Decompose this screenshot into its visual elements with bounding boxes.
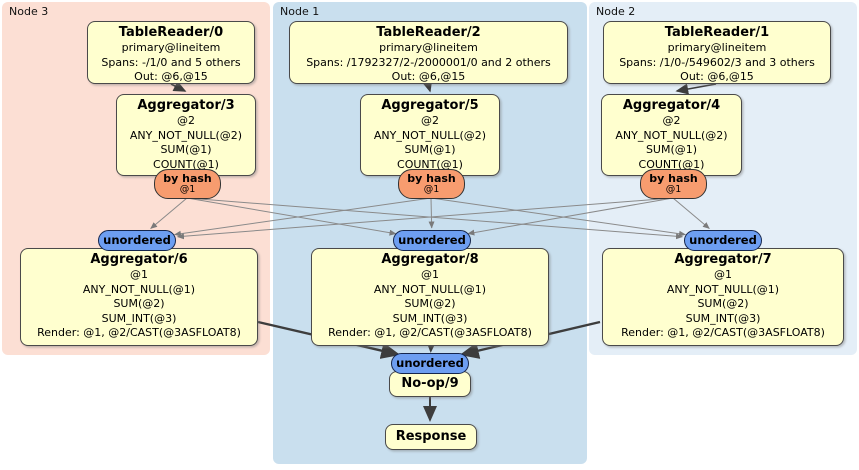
group-cols: @2 xyxy=(177,114,195,127)
edge-tr1-agg4 xyxy=(675,83,717,95)
edge-router2-sync2 xyxy=(672,197,710,229)
router-label: by hash xyxy=(649,172,698,185)
processor-title: Aggregator/5 xyxy=(381,98,479,113)
sync-unordered-final: unordered xyxy=(391,353,469,374)
edge-router1-sync2 xyxy=(430,197,686,237)
processor-index: primary@lineitem xyxy=(667,41,767,54)
processor-tablereader-0: TableReader/0 primary@lineitem Spans: -/… xyxy=(87,21,255,84)
agg-func: COUNT(@1) xyxy=(638,157,705,171)
processor-out: Out: @6,@15 xyxy=(391,70,466,83)
processor-spans: Spans: /1/0-/549602/3 and 3 others xyxy=(619,55,815,69)
agg-func: COUNT(@1) xyxy=(397,157,463,171)
agg-func: SUM(@1) xyxy=(404,143,456,156)
router-by-hash-node2: by hash @1 xyxy=(640,169,707,199)
group-cols: @2 xyxy=(421,114,439,127)
agg-func: ANY_NOT_NULL(@1) xyxy=(82,282,196,296)
edge-router3-sync2 xyxy=(186,197,683,240)
processor-index: primary@lineitem xyxy=(121,41,221,54)
edge-router2-sync1 xyxy=(467,197,674,236)
render-expr: Render: @1, @2/CAST(@3ASFLOAT8) xyxy=(621,326,825,339)
region-node-1-label: Node 1 xyxy=(280,5,320,18)
edge-tr2-agg5 xyxy=(421,78,433,93)
agg-func: ANY_NOT_NULL(@2) xyxy=(129,128,243,142)
sync-unordered-node2: unordered xyxy=(684,230,762,251)
processor-spans: Spans: /1792327/2-/2000001/0 and 2 other… xyxy=(306,55,551,69)
router-by-hash-node1: by hash @1 xyxy=(398,169,465,199)
group-cols: @1 xyxy=(714,268,732,281)
processor-aggregator-7: Aggregator/7 @1 ANY_NOT_NULL(@1) SUM(@2)… xyxy=(602,248,844,346)
router-by-hash-node3: by hash @1 xyxy=(154,169,221,199)
render-expr: Render: @1, @2/CAST(@3ASFLOAT8) xyxy=(328,326,532,339)
processor-index: primary@lineitem xyxy=(379,41,478,54)
agg-func: SUM_INT(@3) xyxy=(685,311,761,325)
agg-func: SUM(@2) xyxy=(113,297,165,310)
router-stream: @1 xyxy=(423,184,440,195)
group-cols: @1 xyxy=(421,268,439,281)
sync-unordered-node1: unordered xyxy=(393,230,471,251)
processor-response: Response xyxy=(385,424,477,450)
agg-func: ANY_NOT_NULL(@1) xyxy=(373,282,487,296)
processor-tablereader-1: TableReader/1 primary@lineitem Spans: /1… xyxy=(603,21,831,84)
agg-func: COUNT(@1) xyxy=(153,157,219,171)
agg-func: SUM_INT(@3) xyxy=(392,311,468,325)
processor-aggregator-5: Aggregator/5 @2 ANY_NOT_NULL(@2) SUM(@1)… xyxy=(360,94,500,176)
render-expr: Render: @1, @2/CAST(@3ASFLOAT8) xyxy=(37,326,241,339)
processor-out: Out: @6,@15 xyxy=(680,70,754,83)
processor-title: Aggregator/7 xyxy=(674,252,772,267)
agg-func: SUM(@2) xyxy=(404,297,456,310)
router-stream: @1 xyxy=(665,184,682,195)
router-stream: @1 xyxy=(179,184,196,195)
processor-tablereader-2: TableReader/2 primary@lineitem Spans: /1… xyxy=(289,21,568,84)
router-label: by hash xyxy=(407,172,456,185)
processor-title: TableReader/1 xyxy=(664,25,770,40)
edge-router1-sync1 xyxy=(428,197,435,229)
processor-aggregator-8: Aggregator/8 @1 ANY_NOT_NULL(@1) SUM(@2)… xyxy=(311,248,549,346)
group-cols: @2 xyxy=(662,114,681,127)
processor-title: Aggregator/6 xyxy=(90,252,188,267)
processor-aggregator-4: Aggregator/4 @2 ANY_NOT_NULL(@2) SUM(@1)… xyxy=(601,94,742,176)
agg-func: SUM(@2) xyxy=(697,297,749,310)
agg-func: SUM(@1) xyxy=(160,143,212,156)
edge-router3-sync3 xyxy=(150,197,188,229)
edge-router1-sync3 xyxy=(174,197,432,237)
edge-router3-sync1 xyxy=(186,197,397,236)
region-node-3-label: Node 3 xyxy=(9,5,49,18)
agg-func: SUM_INT(@3) xyxy=(101,311,177,325)
agg-func: ANY_NOT_NULL(@1) xyxy=(666,282,780,296)
processor-title: Aggregator/4 xyxy=(622,98,721,113)
sync-unordered-node3: unordered xyxy=(98,230,176,251)
group-cols: @1 xyxy=(130,268,148,281)
edge-router2-sync3 xyxy=(177,197,674,240)
agg-func: ANY_NOT_NULL(@2) xyxy=(373,128,487,142)
processor-out: Out: @6,@15 xyxy=(134,70,208,83)
edge-tr0-agg3 xyxy=(170,80,187,92)
region-node-2-label: Node 2 xyxy=(596,5,636,18)
processor-spans: Spans: -/1/0 and 5 others xyxy=(101,55,241,69)
processor-aggregator-6: Aggregator/6 @1 ANY_NOT_NULL(@1) SUM(@2)… xyxy=(20,248,258,346)
router-label: by hash xyxy=(163,172,212,185)
processor-title: Aggregator/3 xyxy=(137,98,235,113)
processor-title: TableReader/0 xyxy=(118,25,224,40)
processor-title: Aggregator/8 xyxy=(381,252,479,267)
agg-func: ANY_NOT_NULL(@2) xyxy=(615,128,728,142)
agg-func: SUM(@1) xyxy=(645,143,698,156)
processor-aggregator-3: Aggregator/3 @2 ANY_NOT_NULL(@2) SUM(@1)… xyxy=(116,94,256,176)
processor-noop-9: No-op/9 xyxy=(389,371,471,397)
processor-title: TableReader/2 xyxy=(376,25,481,40)
